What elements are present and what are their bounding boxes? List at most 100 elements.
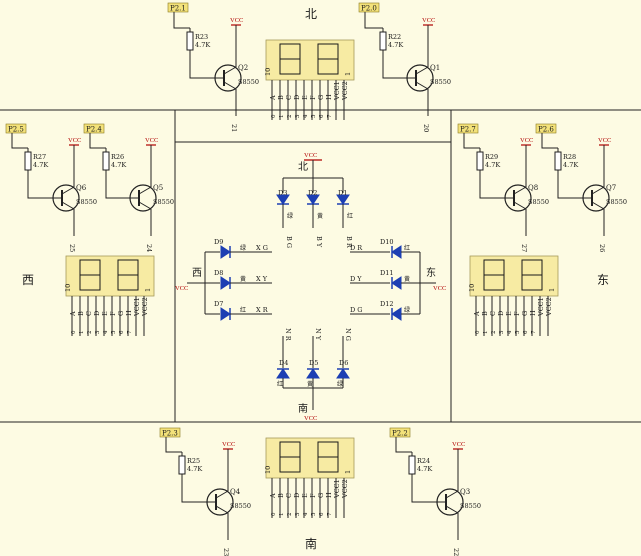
display-pin-label: VCC2: [545, 297, 553, 317]
display-pin-label: C: [285, 95, 293, 100]
display-pin-label: H: [325, 492, 333, 498]
display-port-num: 0: [271, 512, 277, 516]
collector-pin: 27: [520, 244, 528, 252]
base-wire: [479, 170, 508, 199]
display-pin-1: 10: [264, 466, 272, 474]
display-pin-label: F: [109, 311, 117, 316]
display-port-num: 1: [279, 513, 285, 517]
display-pin-label: H: [125, 310, 133, 316]
led-triangle: [391, 307, 402, 321]
net-label-flag: [389, 427, 411, 438]
resistor-value: 4.7K: [111, 161, 126, 169]
wire: [89, 133, 106, 149]
label-west-inner: 西: [192, 268, 202, 279]
net-label-flag: [358, 2, 380, 13]
led-net: X G: [256, 244, 268, 252]
transistor-emitter: [591, 186, 605, 195]
display-body: [265, 39, 355, 81]
digit-segments: [79, 259, 101, 291]
vcc-label: VCC: [304, 415, 317, 422]
led-ref: D1: [338, 189, 347, 197]
display-pin-label: D: [293, 493, 301, 498]
transistor-ref: Q3: [460, 488, 470, 496]
wire: [11, 133, 28, 149]
digit-segments: [279, 43, 301, 75]
transistor-collector: [138, 201, 152, 210]
digit-segments: [317, 441, 339, 473]
label-east-outer: 东: [597, 273, 609, 287]
transistor-model: S8550: [153, 198, 174, 206]
transistor-body: [582, 184, 610, 212]
resistor-value: 4.7K: [417, 465, 432, 473]
led-color: 黄: [317, 212, 323, 220]
led-color: 红: [404, 244, 410, 252]
collector-pin: 24: [145, 244, 153, 252]
digit-segments: [483, 259, 505, 291]
led-bus-east: [419, 252, 436, 314]
led-triangle: [336, 368, 350, 379]
display-port-num: 1: [279, 115, 285, 119]
led-triangle: [220, 245, 231, 259]
display-body: [469, 255, 559, 297]
transistor-model: S8550: [460, 502, 481, 510]
transistor-emitter: [513, 186, 527, 195]
wire: [364, 12, 383, 29]
wire: [173, 12, 190, 29]
transistor-collector: [415, 81, 429, 90]
display-pin-label: VCC1: [133, 297, 141, 317]
resistor: [102, 151, 110, 171]
resistor-ref: R24: [417, 457, 430, 465]
display-port-num: 2: [491, 331, 497, 335]
label-west-outer: 西: [22, 273, 34, 287]
center-frame: [174, 141, 452, 423]
transistor-body: [436, 488, 464, 516]
led-net: N G: [344, 328, 352, 341]
transistor-model: S8550: [76, 198, 97, 206]
resistor-value: 4.7K: [187, 465, 202, 473]
led-color: 绿: [404, 306, 410, 314]
net-label-text: P2.2: [392, 430, 408, 438]
resistor-value: 4.7K: [195, 41, 210, 49]
base-wire: [411, 474, 440, 503]
led-net: B Y: [315, 236, 323, 248]
display-pin-label: VCC1: [333, 81, 341, 101]
vcc-label: VCC: [452, 441, 465, 448]
display-pin-label: A: [69, 311, 77, 317]
label-east-inner: 东: [426, 266, 436, 279]
net-label-text: P2.5: [8, 126, 24, 134]
transistor-model: S8550: [528, 198, 549, 206]
led-net: X R: [256, 306, 269, 314]
net-label-flag: [167, 2, 189, 13]
display-pin-2: 1: [344, 72, 352, 76]
transistor-ref: Q6: [76, 184, 87, 192]
net-label-flag: [457, 123, 479, 134]
net-label-text: P2.6: [538, 126, 554, 134]
display-port-num: 6: [319, 114, 325, 118]
led-color: 黄: [307, 380, 313, 388]
display-port-num: 4: [507, 330, 513, 334]
led-triangle: [276, 194, 290, 205]
transistor-model: S8550: [606, 198, 627, 206]
display-pin-label: VCC2: [341, 81, 349, 101]
display-port-num: 3: [295, 512, 301, 516]
led-triangle: [306, 194, 320, 205]
transistor-body: [206, 488, 234, 516]
display-pin-2: 1: [144, 288, 152, 292]
digit-segments: [279, 441, 301, 473]
led-ref: D2: [308, 189, 317, 197]
digit-segments: [117, 259, 139, 291]
display-body: [65, 255, 155, 297]
led-net: D G: [350, 306, 362, 314]
direction-labels: 北 北 南 南 西 西 东 东: [22, 7, 609, 551]
resistor: [186, 31, 194, 51]
wire: [165, 437, 182, 453]
display-port-num: 1: [79, 331, 85, 335]
vcc-label: VCC: [68, 137, 81, 144]
